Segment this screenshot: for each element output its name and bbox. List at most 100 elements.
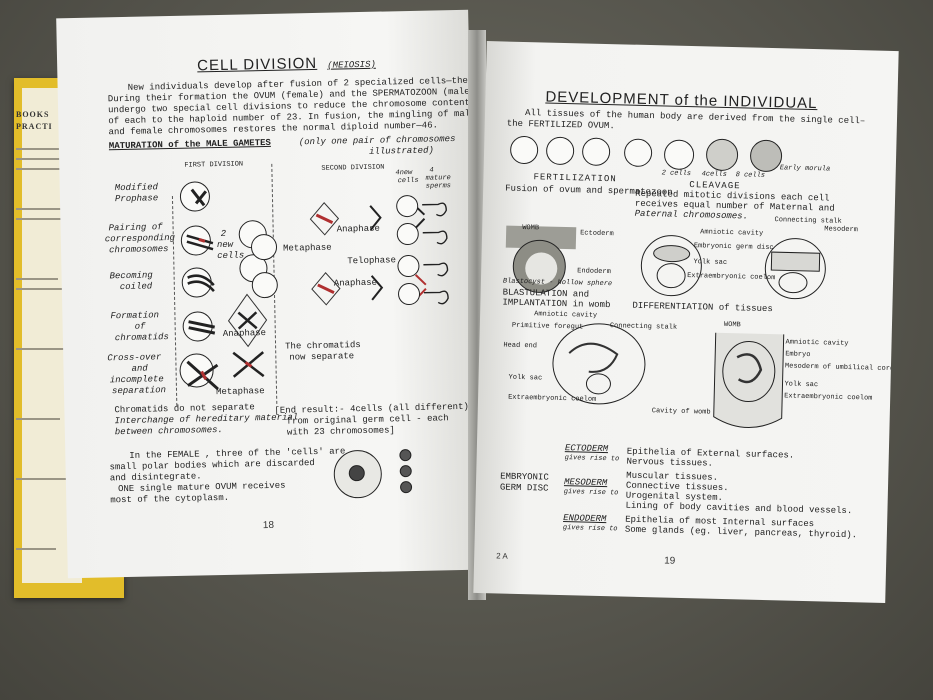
four-mature-sperms: 4 [429, 167, 433, 175]
polar-body [400, 481, 412, 493]
female-text: most of the cytoplasm. [110, 493, 229, 505]
stage-label: separation [112, 385, 166, 396]
stage-label: Pairing of [108, 222, 162, 233]
book-small-line [16, 278, 58, 280]
book-small-line [16, 218, 66, 220]
corner-mark: 2 A [496, 551, 508, 560]
cleavage-desc: Paternal chromosomes. [635, 209, 749, 222]
ectoderm-label: Ectoderm [580, 229, 614, 238]
stage-label: incomplete [110, 374, 164, 385]
title-subtitle: (MEIOSIS) [327, 60, 376, 71]
anaphase-label: Anaphase [334, 278, 377, 289]
polar-body [399, 449, 411, 461]
book-text-line-2: PRACTI [16, 122, 53, 131]
telophase-label: Telophase [347, 255, 396, 266]
page-number: 18 [263, 520, 274, 531]
ovum-circle [510, 136, 539, 165]
embryo-label-right: Amniotic cavity [785, 338, 848, 348]
ovum-circle [582, 137, 611, 166]
page-number: 19 [664, 556, 675, 567]
stage-label: and [131, 364, 147, 374]
two-new-cells: new [217, 240, 233, 250]
mesoderm-desc: Lining of body cavities and blood vessel… [625, 501, 852, 517]
chromatids-separate: now separate [289, 351, 354, 362]
end-result: with 23 chromosomes] [287, 425, 395, 437]
embryo-drawing [537, 312, 860, 440]
chromatids-separate: The chromatids [285, 340, 361, 352]
female-text: ONE single mature OVUM receives [118, 481, 286, 495]
cleavage-label: 8 cells [736, 171, 766, 180]
book-small-line [16, 548, 56, 550]
two-new-cells: cells [217, 250, 244, 261]
morula [750, 140, 783, 173]
stage-label: Formation [110, 310, 159, 321]
two-new-cells: 2 [221, 229, 227, 239]
gives-rise: gives rise to [563, 524, 618, 533]
embryo-label: Head end [503, 342, 537, 351]
book-small-line [16, 288, 66, 290]
cleavage-label: 2 cells [662, 169, 692, 178]
book-small-line [16, 348, 64, 350]
diff-label: Amniotic cavity [700, 228, 763, 238]
stage-label: chromosomes [109, 244, 169, 255]
germ-disc-label: EMBRYONIC [500, 472, 549, 483]
stage-label: corresponding [105, 233, 175, 244]
chromatids-no-separate: between chromosomes. [115, 425, 223, 437]
cleavage-8cells [706, 138, 739, 171]
blastulation-heading: IMPLANTATION in womb [502, 298, 610, 311]
stage-label: coiled [120, 281, 153, 292]
book-small-line [16, 478, 66, 480]
germ-disc-label: GERM DISC [500, 483, 549, 494]
gives-rise: gives rise to [564, 488, 619, 497]
mesoderm-heading: MESODERM [564, 477, 607, 488]
cleavage-2cells [624, 138, 653, 167]
embryo-label: Amniotic cavity [534, 310, 597, 320]
stage-label: Modified [115, 182, 158, 193]
book-text-line-1: BOOKS [16, 110, 49, 119]
embryo-label-right: Embryo [785, 350, 810, 359]
four-new-cells: cells [398, 177, 419, 185]
stage-label: Cross-over [107, 352, 161, 363]
ovum-circle [546, 137, 575, 166]
left-page: CELL DIVISION (MEIOSIS) New individuals … [56, 10, 480, 579]
anaphase-label: Anaphase [337, 224, 380, 235]
polar-body [400, 465, 412, 477]
diff-label: Mesoderm [824, 225, 858, 234]
cleavage-4cells [664, 139, 695, 170]
maturation-heading: MATURATION of the MALE GAMETES [109, 138, 271, 151]
page-title: CELL DIVISION [197, 55, 317, 75]
embryo-label: Yolk sac [508, 374, 542, 383]
second-division-label: SECOND DIVISION [321, 164, 384, 173]
right-page: DEVELOPMENT of the INDIVIDUAL All tissue… [473, 41, 898, 603]
book-small-line [16, 158, 60, 160]
embryo-label-right: WOMB [724, 321, 741, 329]
gives-rise: gives rise to [565, 454, 620, 463]
sperm-drawings [416, 190, 459, 311]
female-text: and disintegrate. [110, 471, 202, 483]
ectoderm-desc: Nervous tissues. [626, 457, 713, 469]
stage-label: of [135, 322, 146, 332]
endoderm-label: Endoderm [577, 267, 611, 276]
metaphase-label: Metaphase [283, 243, 332, 254]
maturation-note: illustrated) [369, 145, 434, 156]
diff-label: Yolk sac [693, 258, 727, 267]
end-result: from original germ cell - each [287, 413, 449, 426]
stage-label: Prophase [115, 193, 158, 204]
ectoderm-heading: ECTODERM [565, 443, 608, 454]
embryo-label-right: Yolk sac [784, 380, 818, 389]
endoderm-heading: ENDODERM [563, 513, 606, 524]
cleavage-label: Early morula [780, 164, 831, 173]
stage-label: chromatids [115, 332, 169, 343]
first-division-label: FIRST DIVISION [184, 160, 243, 169]
stage-label: Becoming [109, 270, 152, 281]
womb-label: WOMB [522, 224, 539, 232]
embryo-label-right: Cavity of womb [652, 407, 711, 416]
metaphase-label: Metaphase [216, 386, 265, 397]
book-small-line [16, 418, 60, 420]
embryo-label: Extraembryonic coelom [508, 394, 596, 404]
fertilization-heading: FERTILIZATION [533, 172, 616, 184]
anaphase-label: Anaphase [223, 328, 266, 339]
embryo-label: Primitive foregut [512, 322, 584, 332]
book-small-line [16, 208, 62, 210]
diff-label: Connecting stalk [774, 216, 841, 226]
